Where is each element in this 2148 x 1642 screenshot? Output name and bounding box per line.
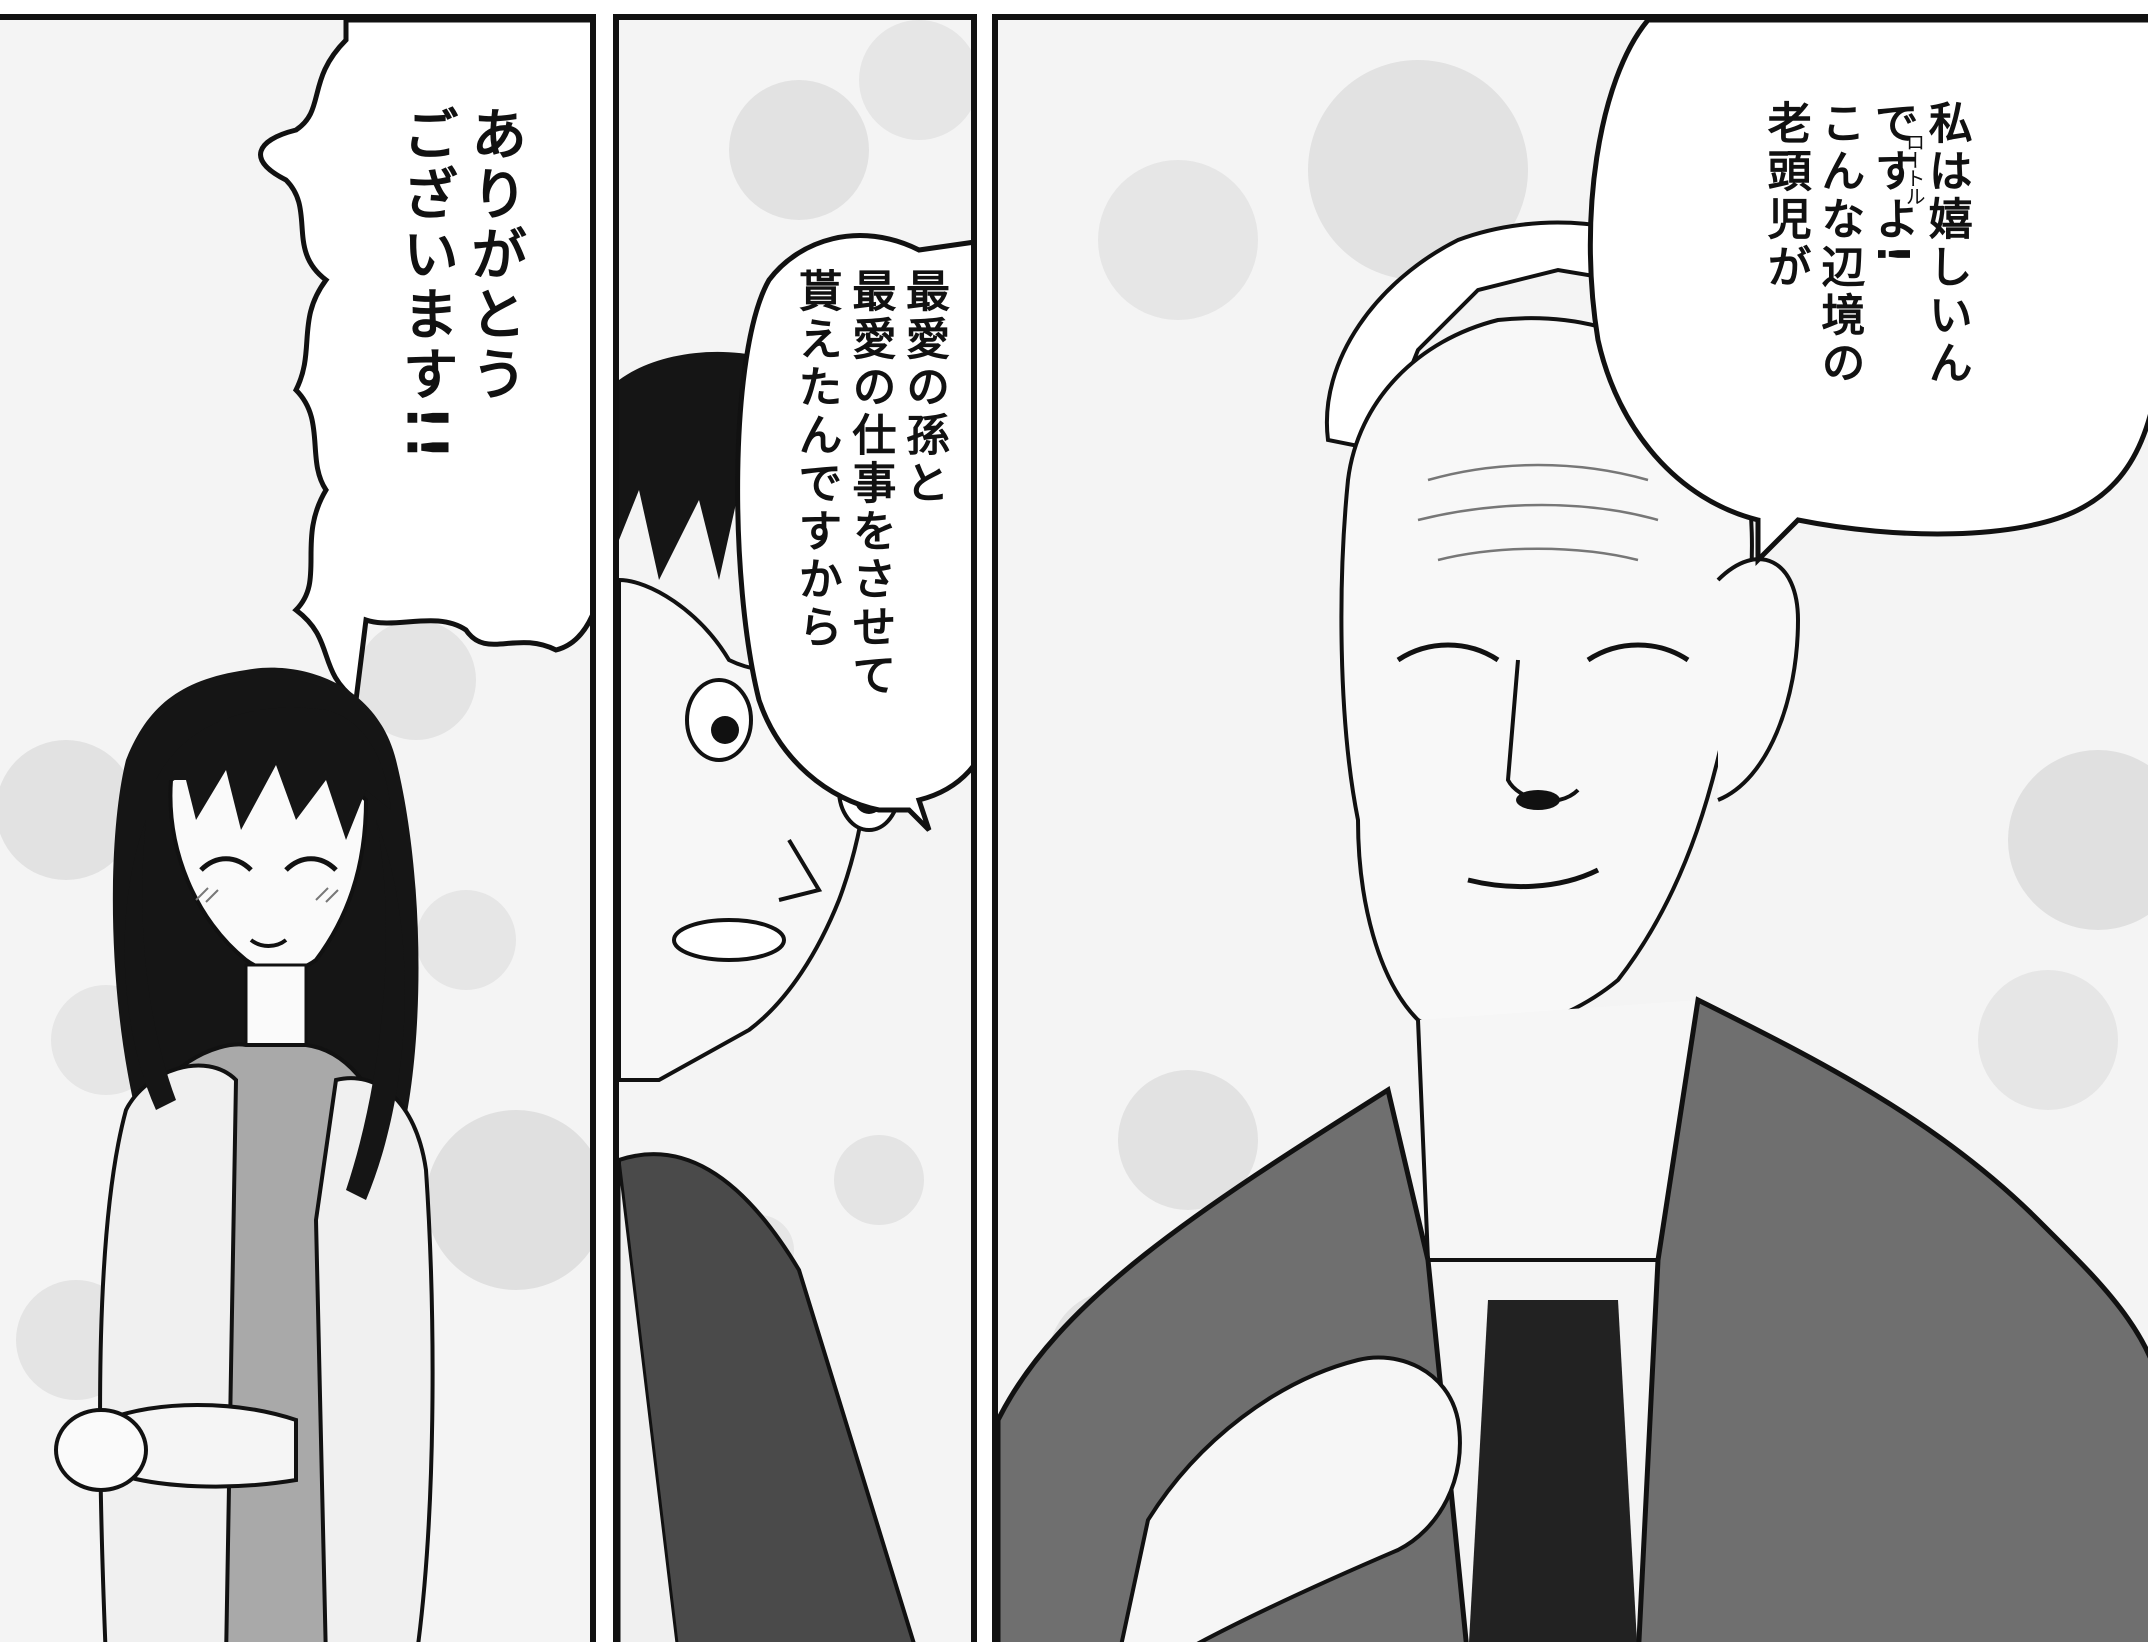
dialogue-middle: 最愛の孫と 最愛の仕事をさせて 貰えたんですから [790, 268, 950, 700]
dialogue-right: 私は嬉しいん ですよ! こんな辺境の 老頭児が [1759, 100, 1972, 388]
ruby-annotation: ロートル [1902, 132, 1926, 204]
speech-bubble-shape [1587, 20, 2148, 567]
panel-left: ありがとう ございます!! [0, 14, 596, 1642]
girl-illustration [0, 20, 590, 1642]
speech-bubble-shape [735, 233, 971, 832]
speech-bubble-shape [258, 20, 590, 705]
young-man-illustration [619, 20, 971, 1642]
dialogue-left: ありがとう ございます!! [393, 105, 527, 465]
old-man-illustration [998, 20, 2148, 1642]
panel-middle: 最愛の孫と 最愛の仕事をさせて 貰えたんですから [613, 14, 977, 1642]
panel-right: 私は嬉しいん ですよ! こんな辺境の 老頭児が ロートル [992, 14, 2148, 1642]
